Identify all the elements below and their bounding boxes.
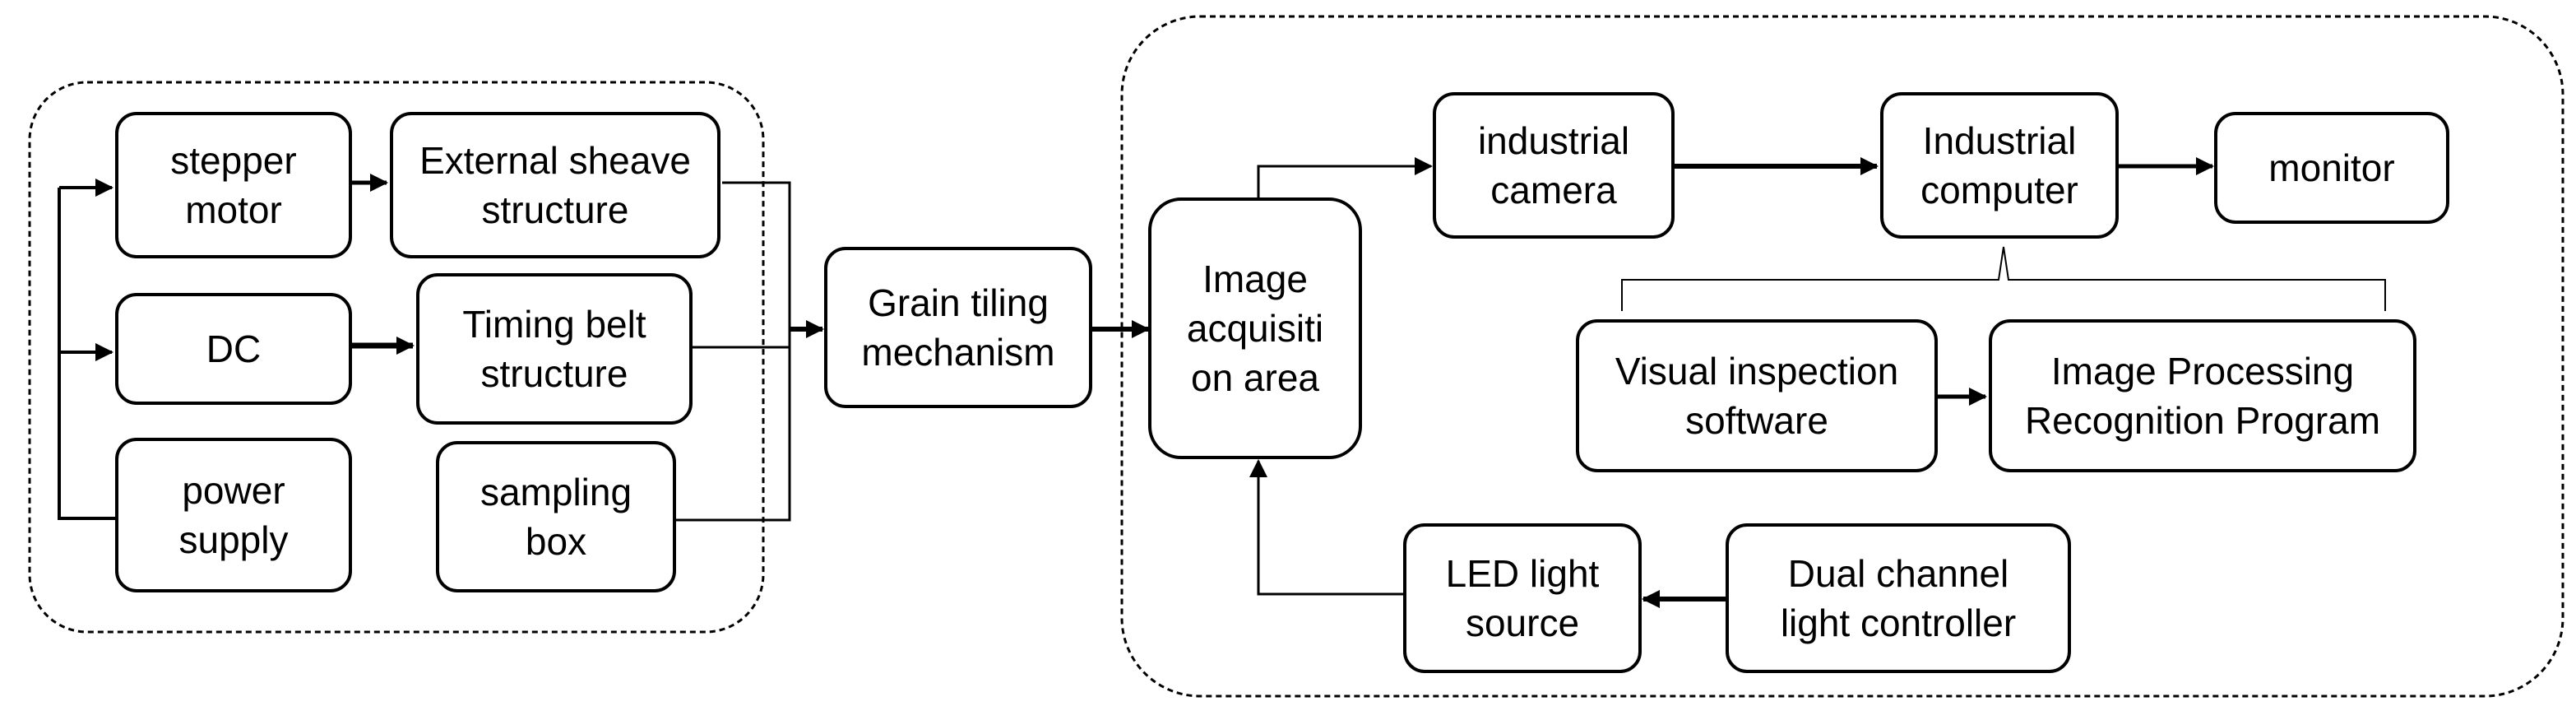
grain-tiling-mechanism-box: Grain tiling mechanism [824,247,1092,408]
image-acquisition-area-box: Image acquisiti on area [1148,197,1362,459]
image-acquisition-line-2: acquisiti [1186,307,1324,350]
image-acquisition-line-3: on area [1190,356,1319,399]
external-sheave-structure-box: External sheave structure [390,112,720,258]
industrial-computer-line-1: Industrial [1922,119,2077,162]
sampling-box: sampling box [436,441,676,592]
timing-belt-line-2: structure [480,352,628,395]
dc-box: DC [115,293,352,405]
light-controller-line-1: Dual channel [1787,552,2009,595]
sampling-box-line-2: box [525,520,587,563]
power-supply-line-2: supply [178,518,289,561]
arrow-acquisition-to-camera [1257,157,1433,197]
software-brace [1621,246,2386,311]
visual-inspection-software-box: Visual inspection software [1576,319,1938,472]
monitor-box: monitor [2214,112,2449,224]
arrow-led-to-acquisition [1249,459,1403,596]
dual-channel-light-controller-box: Dual channel light controller [1726,523,2071,673]
stepper-motor-line-2: motor [185,188,282,231]
industrial-camera-box: industrial camera [1433,92,1675,239]
vision-group-boundary [1120,15,2564,698]
led-light-line-1: LED light [1445,552,1600,595]
dc-label: DC [206,327,262,370]
led-light-source-box: LED light source [1403,523,1642,673]
mechanical-group-boundary [28,81,765,634]
stepper-motor-box: stepper motor [115,112,352,258]
image-processing-line-1: Image Processing [2050,350,2355,392]
stepper-motor-line-1: stepper [170,139,297,182]
timing-belt-line-1: Timing belt [462,303,646,346]
monitor-label: monitor [2268,146,2395,189]
timing-belt-structure-box: Timing belt structure [416,273,693,425]
grain-tiling-line-1: Grain tiling [868,281,1049,324]
image-acquisition-line-1: Image [1202,258,1308,300]
external-sheave-line-1: External sheave [419,139,691,182]
image-processing-recognition-program-box: Image Processing Recognition Program [1989,319,2416,472]
power-supply-line-1: power [182,469,285,512]
industrial-computer-line-2: computer [1920,169,2078,211]
industrial-computer-box: Industrial computer [1880,92,2119,239]
sampling-box-line-1: sampling [480,471,632,513]
merge-lines [676,181,824,522]
image-processing-line-2: Recognition Program [2024,399,2381,442]
visual-inspection-line-2: software [1685,399,1828,442]
led-light-line-2: source [1465,601,1580,644]
external-sheave-line-2: structure [481,188,629,231]
visual-inspection-line-1: Visual inspection [1615,350,1899,392]
drive-arrows [352,174,415,355]
power-distribution-lines [58,179,115,520]
industrial-camera-line-2: camera [1490,169,1617,211]
light-controller-line-2: light controller [1780,601,2017,644]
industrial-camera-line-1: industrial [1477,119,1630,162]
power-supply-box: power supply [115,438,352,592]
grain-tiling-line-2: mechanism [861,331,1055,374]
